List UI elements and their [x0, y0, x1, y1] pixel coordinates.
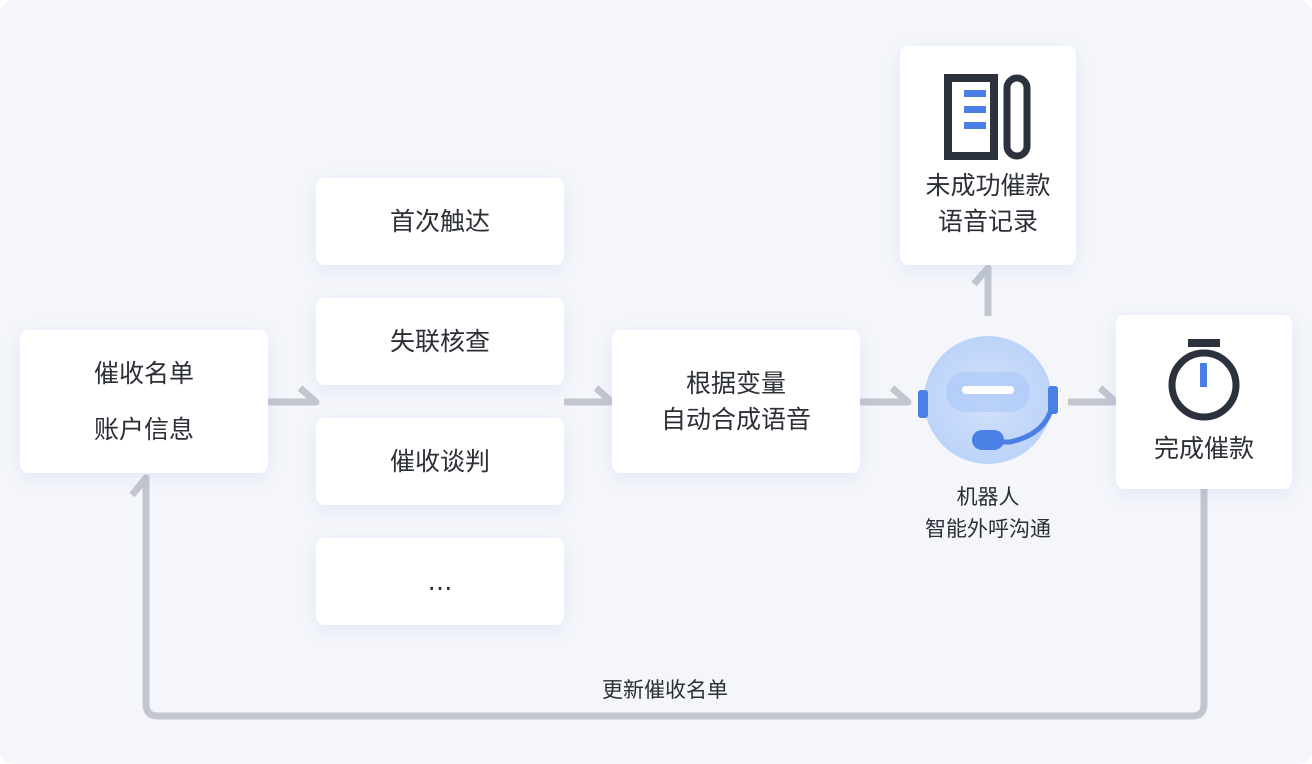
synthesis-line1: 根据变量	[685, 368, 786, 398]
scenario-label: …	[427, 566, 453, 596]
scenario-label: 催收谈判	[389, 446, 490, 476]
stopwatch-icon	[1168, 339, 1240, 421]
synthesis-box: 根据变量 自动合成语音	[612, 330, 860, 473]
robot-line1: 机器人	[956, 485, 1020, 509]
scenario-box: 催收谈判	[316, 418, 564, 505]
loop-label: 更新催收名单	[602, 678, 728, 702]
failed-line1: 未成功催款	[925, 171, 1051, 200]
record-book-icon	[944, 74, 1031, 160]
synthesis-line2: 自动合成语音	[660, 404, 811, 434]
failed-line2: 语音记录	[937, 207, 1038, 236]
scenario-box: …	[316, 538, 564, 625]
arrow-robot-to-failed	[971, 264, 992, 316]
scenario-box: 首次触达	[316, 178, 564, 265]
done-box: 完成催款	[1116, 315, 1292, 489]
scenario-box: 失联核查	[316, 298, 564, 385]
done-label: 完成催款	[1153, 434, 1254, 463]
source-line1: 催收名单	[93, 358, 194, 388]
scenario-label: 首次触达	[389, 206, 490, 236]
loop-arrow-done-to-source	[129, 474, 1208, 720]
headset-robot-icon	[918, 336, 1058, 464]
robot-line2: 智能外呼沟通	[925, 517, 1051, 541]
arrow-robot-to-done	[1068, 385, 1120, 406]
source-line2: 账户信息	[93, 414, 194, 444]
scenario-label: 失联核查	[389, 326, 490, 356]
source-box: 催收名单 账户信息	[20, 330, 268, 473]
arrow-source-to-scenarios	[268, 385, 320, 406]
arrow-scenarios-to-synthesis	[564, 385, 616, 406]
arrow-synthesis-to-robot	[860, 385, 912, 406]
failed-record-box: 未成功催款 语音记录	[900, 46, 1076, 265]
robot-label: 机器人 智能外呼沟通	[900, 481, 1076, 545]
